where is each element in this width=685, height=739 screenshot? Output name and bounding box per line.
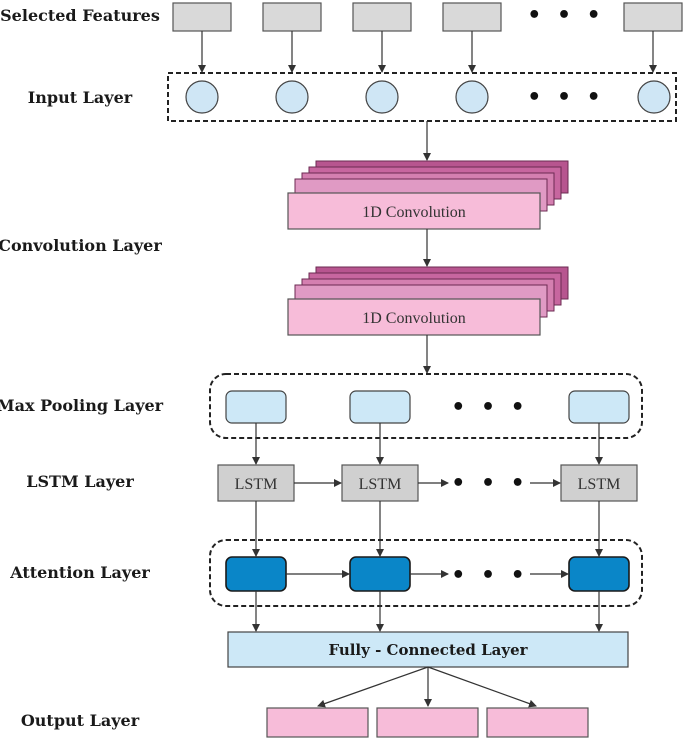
feature-box (442, 2, 502, 32)
input-node (275, 80, 309, 114)
ellipsis: • • • (451, 471, 529, 496)
pool-box (225, 390, 287, 424)
ellipsis: • • • (527, 3, 605, 28)
attention-box (225, 556, 287, 592)
convolution-block-2: 1D Convolution (287, 266, 569, 336)
output-box (486, 707, 589, 738)
feature-box (172, 2, 232, 32)
label-input-layer: Input Layer (28, 88, 133, 107)
input-layer-frame (167, 72, 677, 122)
pool-box (568, 390, 630, 424)
lstm-to-attention-arrows (252, 501, 603, 557)
feature-box (352, 2, 412, 32)
lstm-cell (341, 464, 419, 502)
attention-box (568, 556, 630, 592)
fully-connected-layer: Fully - Connected Layer (227, 631, 629, 668)
label-output-layer: Output Layer (21, 711, 140, 730)
label-selected-features: Selected Features (0, 6, 160, 25)
input-layer: • • • (167, 72, 677, 122)
fully-connected-label: Fully - Connected Layer (328, 641, 528, 659)
label-lstm-layer: LSTM Layer (26, 472, 134, 491)
max-pooling-frame (209, 373, 643, 439)
feature-arrows (198, 31, 657, 73)
ellipsis: • • • (527, 85, 605, 110)
fc-to-output-arrows (317, 666, 537, 708)
attention-frame (209, 539, 643, 607)
output-box (266, 707, 369, 738)
pool-box (349, 390, 411, 424)
input-node (637, 80, 671, 114)
input-node (455, 80, 489, 114)
lstm-cell (560, 464, 638, 502)
attention-layer: • • • (209, 539, 643, 607)
input-node (185, 80, 219, 114)
label-convolution-layer: Convolution Layer (0, 236, 162, 255)
lstm-cell-label: LSTM (578, 476, 621, 493)
attention-box (349, 556, 411, 592)
ellipsis: • • • (451, 563, 529, 588)
lstm-cell-label: LSTM (235, 476, 278, 493)
convolution-block-1: 1D Convolution (287, 160, 569, 230)
feature-box (623, 2, 683, 32)
lstm-cell-label: LSTM (359, 476, 402, 493)
attention-to-fc-arrows (252, 591, 603, 632)
arrow (317, 666, 429, 708)
arrow (427, 666, 537, 708)
feature-box (262, 2, 322, 32)
output-layer (266, 707, 589, 738)
label-max-pooling-layer: Max Pooling Layer (0, 396, 164, 415)
output-box (376, 707, 479, 738)
max-pooling-layer: • • • (209, 373, 643, 439)
conv-label: 1D Convolution (362, 204, 466, 221)
conv-front-box (287, 192, 541, 230)
selected-features-row: • • • (172, 2, 683, 32)
label-attention-layer: Attention Layer (9, 563, 150, 582)
input-node (365, 80, 399, 114)
pool-to-lstm-arrows (252, 423, 603, 465)
lstm-layer: LSTM LSTM • • • LSTM (217, 464, 638, 502)
conv-label: 1D Convolution (362, 310, 466, 327)
fully-connected-box (227, 631, 629, 668)
conv-front-box (287, 298, 541, 336)
ellipsis: • • • (451, 395, 529, 420)
